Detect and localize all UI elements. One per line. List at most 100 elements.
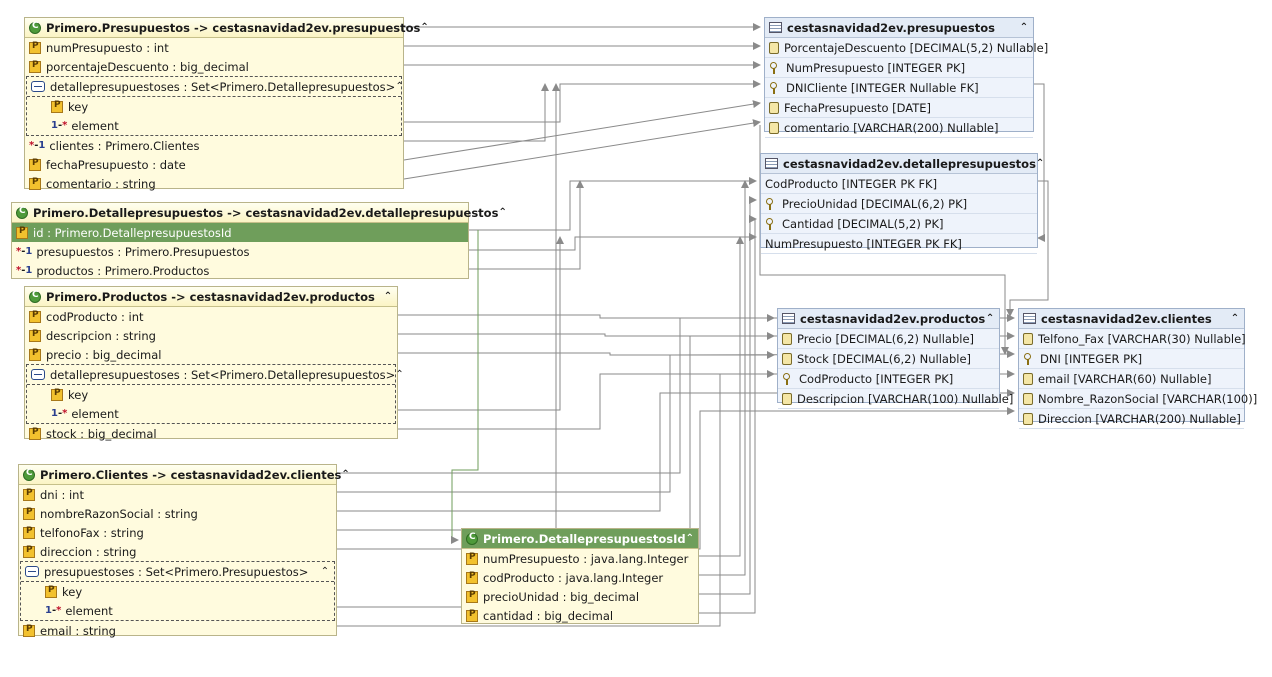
class-header[interactable]: Primero.Detallepresupuestos -> cestasnav…: [12, 203, 507, 223]
property-row[interactable]: nombreRazonSocial : string: [19, 504, 336, 523]
class-clientes[interactable]: Primero.Clientes -> cestasnavidad2ev.cli…: [18, 464, 350, 638]
property-row[interactable]: email : string: [19, 621, 336, 640]
property-row[interactable]: fechaPresupuesto : date: [25, 155, 403, 174]
table-presupuestos[interactable]: cestasnavidad2ev.presupuestos⌃ Porcentaj…: [764, 17, 1048, 138]
column-row[interactable]: Stock [DECIMAL(6,2) Nullable]: [778, 349, 999, 369]
collapse-icon[interactable]: ⌃: [341, 468, 350, 480]
column-row[interactable]: Direccion [VARCHAR(200) Nullable]: [1019, 409, 1244, 429]
property-row[interactable]: precioUnidad : big_decimal: [462, 587, 698, 606]
property-row[interactable]: numPresupuesto : int: [25, 38, 403, 57]
set-key-row[interactable]: key: [21, 582, 334, 601]
set-group[interactable]: detallepresupuestoses : Set<Primero.Deta…: [26, 76, 404, 136]
set-element-row[interactable]: 1-*element: [27, 404, 395, 423]
property-row[interactable]: precio : big_decimal: [25, 345, 397, 364]
mapping-line[interactable]: [1034, 83, 1045, 242]
collapse-icon[interactable]: ⌃: [1035, 157, 1045, 169]
property-row[interactable]: porcentajeDescuento : big_decimal: [25, 57, 403, 76]
column-row[interactable]: Precio [DECIMAL(6,2) Nullable]: [778, 329, 999, 349]
mapping-line[interactable]: [1006, 180, 1049, 317]
column-row[interactable]: Telfono_Fax [VARCHAR(30) Nullable]: [1019, 329, 1246, 349]
column-row[interactable]: NumPresupuesto [INTEGER PK FK]: [761, 234, 1037, 254]
mapping-line[interactable]: [398, 370, 775, 430]
collapse-icon[interactable]: ⌃: [395, 368, 404, 380]
mapping-line[interactable]: [451, 230, 479, 544]
mapping-line[interactable]: [699, 215, 757, 614]
table-productos[interactable]: cestasnavidad2ev.productos⌃ Precio [DECI…: [777, 308, 1013, 409]
collapse-icon[interactable]: ⌃: [498, 206, 507, 218]
set-key-row[interactable]: key: [27, 97, 401, 116]
table-header[interactable]: cestasnavidad2ev.productos⌃: [778, 309, 999, 329]
column-row[interactable]: DNICliente [INTEGER Nullable FK]: [765, 78, 1033, 98]
class-detallepresupuestos[interactable]: Primero.Detallepresupuestos -> cestasnav…: [11, 202, 507, 280]
property-row[interactable]: direccion : string: [19, 542, 336, 561]
column-row[interactable]: FechaPresupuesto [DATE]: [765, 98, 1033, 118]
class-detallepresupuestosid[interactable]: Primero.DetallepresupuestosId⌃ numPresup…: [461, 528, 699, 624]
mapping-line[interactable]: [398, 236, 564, 411]
class-header[interactable]: Primero.Presupuestos -> cestasnavidad2ev…: [25, 18, 429, 38]
collapse-icon[interactable]: ⌃: [395, 80, 404, 92]
column-label: NumPresupuesto [INTEGER PK FK]: [765, 236, 962, 251]
property-row-selected[interactable]: id : Primero.DetallepresupuestosId: [12, 223, 468, 242]
column-row[interactable]: CodProducto [INTEGER PK FK]: [761, 174, 1037, 194]
property-row[interactable]: cantidad : big_decimal: [462, 606, 698, 625]
class-productos[interactable]: Primero.Productos -> cestasnavidad2ev.pr…: [24, 286, 404, 441]
set-element-row[interactable]: 1-*element: [27, 116, 401, 135]
mapping-line[interactable]: [403, 119, 761, 180]
column-row[interactable]: Descripcion [VARCHAR(100) Nullable]: [778, 389, 1013, 409]
property-row[interactable]: dni : int: [19, 485, 336, 504]
column-row[interactable]: CodProducto [INTEGER PK]: [778, 369, 999, 389]
mapping-line[interactable]: [404, 80, 761, 123]
set-header[interactable]: detallepresupuestoses : Set<Primero.Deta…: [27, 365, 404, 385]
table-detallepresupuestos[interactable]: cestasnavidad2ev.detallepresupuestos⌃ Co…: [760, 153, 1044, 254]
property-row[interactable]: numPresupuesto : java.lang.Integer: [462, 549, 698, 568]
column-row[interactable]: Cantidad [DECIMAL(5,2) PK]: [761, 214, 1037, 234]
set-header[interactable]: detallepresupuestoses : Set<Primero.Deta…: [27, 77, 404, 97]
mapping-line[interactable]: [469, 233, 757, 251]
table-clientes[interactable]: cestasnavidad2ev.clientes⌃ Telfono_Fax […: [1018, 308, 1257, 429]
mapping-line[interactable]: [699, 236, 744, 557]
class-header[interactable]: Primero.Clientes -> cestasnavidad2ev.cli…: [19, 465, 350, 485]
column-row[interactable]: PorcentajeDescuento [DECIMAL(5,2) Nullab…: [765, 38, 1048, 58]
mapping-line[interactable]: [699, 196, 757, 595]
column-row[interactable]: DNI [INTEGER PK]: [1019, 349, 1244, 369]
collapse-icon[interactable]: ⌃: [383, 290, 393, 302]
property-row[interactable]: descripcion : string: [25, 326, 397, 345]
collapse-icon[interactable]: ⌃: [1019, 21, 1029, 33]
column-row[interactable]: NumPresupuesto [INTEGER PK]: [765, 58, 1033, 78]
mapping-line[interactable]: [699, 180, 749, 576]
class-header[interactable]: Primero.Productos -> cestasnavidad2ev.pr…: [25, 287, 397, 307]
property-row[interactable]: stock : big_decimal: [25, 424, 397, 443]
column-row[interactable]: email [VARCHAR(60) Nullable]: [1019, 369, 1244, 389]
set-element-row[interactable]: 1-*element: [21, 601, 334, 620]
collapse-icon[interactable]: ⌃: [320, 565, 330, 577]
class-presupuestos[interactable]: Primero.Presupuestos -> cestasnavidad2ev…: [24, 17, 429, 191]
set-key-row[interactable]: key: [27, 385, 395, 404]
mapping-line[interactable]: [404, 83, 549, 142]
table-header[interactable]: cestasnavidad2ev.clientes⌃: [1019, 309, 1244, 329]
class-icon: [29, 21, 41, 34]
set-group[interactable]: detallepresupuestoses : Set<Primero.Deta…: [26, 364, 404, 424]
column-row[interactable]: comentario [VARCHAR(200) Nullable]: [765, 118, 1033, 138]
property-row[interactable]: codProducto : java.lang.Integer: [462, 568, 698, 587]
set-header[interactable]: presupuestoses : Set<Primero.Presupuesto…: [21, 562, 334, 582]
mapping-line[interactable]: [469, 177, 757, 231]
set-group[interactable]: presupuestoses : Set<Primero.Presupuesto…: [20, 561, 335, 621]
collapse-icon[interactable]: ⌃: [685, 532, 694, 544]
property-row[interactable]: comentario : string: [25, 174, 403, 193]
class-header[interactable]: Primero.DetallepresupuestosId⌃: [462, 529, 698, 549]
table-header[interactable]: cestasnavidad2ev.detallepresupuestos⌃: [761, 154, 1044, 174]
property-row[interactable]: codProducto : int: [25, 307, 397, 326]
mapping-line[interactable]: [403, 100, 761, 161]
collapse-icon[interactable]: ⌃: [985, 312, 995, 324]
table-header[interactable]: cestasnavidad2ev.presupuestos⌃: [765, 18, 1033, 38]
collapse-icon[interactable]: ⌃: [420, 21, 429, 33]
column-row[interactable]: PrecioUnidad [DECIMAL(6,2) PK]: [761, 194, 1037, 214]
column-row[interactable]: Nombre_RazonSocial [VARCHAR(100)]: [1019, 389, 1257, 409]
collapse-icon[interactable]: ⌃: [1230, 312, 1240, 324]
column-label: CodProducto [INTEGER PK FK]: [765, 176, 938, 191]
property-row[interactable]: telfonoFax : string: [19, 523, 336, 542]
mapping-line[interactable]: [469, 180, 584, 270]
